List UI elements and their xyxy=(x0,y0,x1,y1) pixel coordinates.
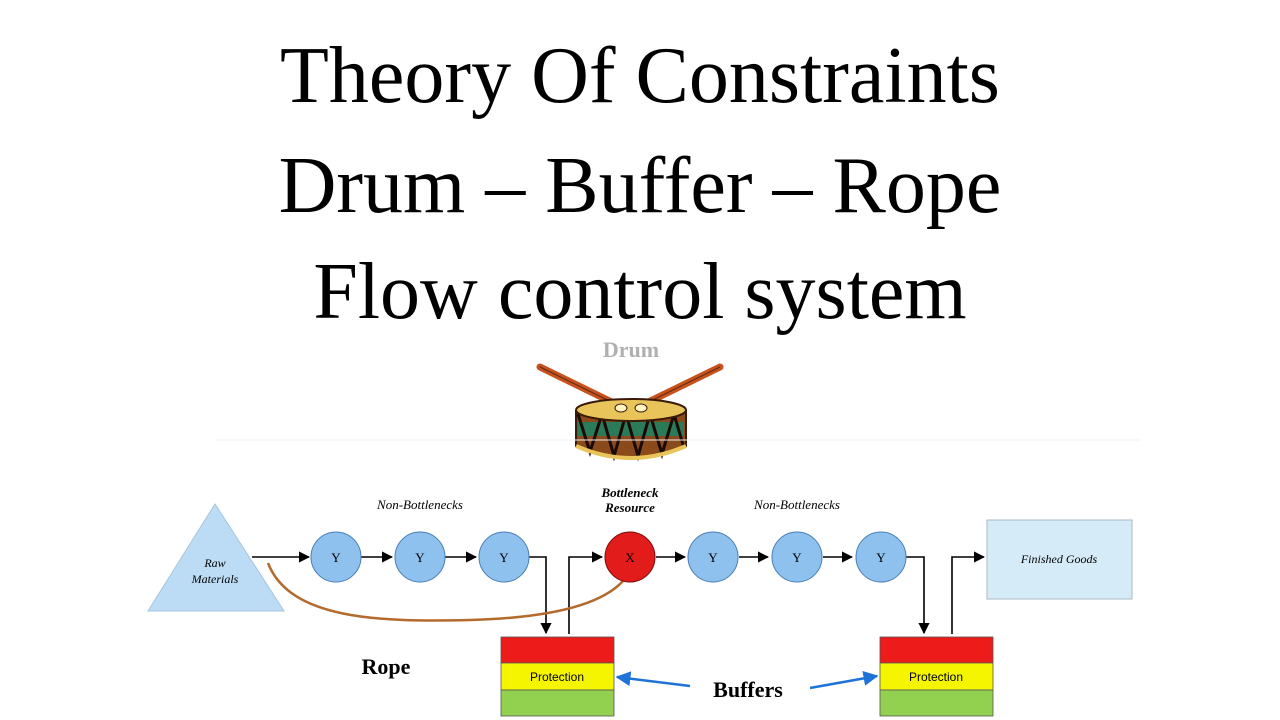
bottleneck-label-2: Resource xyxy=(604,500,655,515)
title-line-3: Flow control system xyxy=(313,248,967,336)
rope-line xyxy=(266,562,624,622)
svg-text:Y: Y xyxy=(708,550,718,565)
buffer-left: Protection xyxy=(500,636,615,717)
rope-label: Rope xyxy=(362,654,411,679)
non-bottlenecks-left-label: Non-Bottlenecks xyxy=(376,497,463,512)
finished-goods-box xyxy=(986,519,1133,600)
svg-text:Y: Y xyxy=(331,550,341,565)
title-line-1: Theory Of Constraints xyxy=(280,32,1000,120)
node-y-3: Y xyxy=(478,531,530,583)
drum-icon xyxy=(536,363,724,462)
buffers-label: Buffers xyxy=(713,677,783,702)
node-y-6: Y xyxy=(855,531,907,583)
buffer-left-protection: Protection xyxy=(530,670,584,684)
svg-text:Y: Y xyxy=(876,550,886,565)
drum-label: Drum xyxy=(603,337,659,362)
buffers-arrow-right xyxy=(809,670,879,690)
node-y-5: Y xyxy=(771,531,823,583)
buffer-right-protection: Protection xyxy=(909,670,963,684)
raw-materials-triangle xyxy=(147,503,285,612)
raw-materials-label-1: Raw xyxy=(203,556,225,570)
bottleneck-label-1: Bottleneck xyxy=(600,485,659,500)
buffers-arrow-left xyxy=(615,671,691,688)
buffer-right: Protection xyxy=(879,636,994,717)
node-y-2: Y xyxy=(394,531,446,583)
non-bottlenecks-right-label: Non-Bottlenecks xyxy=(753,497,840,512)
raw-materials-label-2: Materials xyxy=(191,572,239,586)
svg-text:Y: Y xyxy=(415,550,425,565)
title-line-2: Drum – Buffer – Rope xyxy=(278,142,1002,230)
svg-text:Y: Y xyxy=(499,550,509,565)
node-bottleneck-x: X xyxy=(604,531,656,583)
svg-text:X: X xyxy=(625,550,635,565)
svg-text:Y: Y xyxy=(792,550,802,565)
finished-goods-label: Finished Goods xyxy=(1020,552,1098,566)
node-y-1: Y xyxy=(310,531,362,583)
node-y-4: Y xyxy=(687,531,739,583)
